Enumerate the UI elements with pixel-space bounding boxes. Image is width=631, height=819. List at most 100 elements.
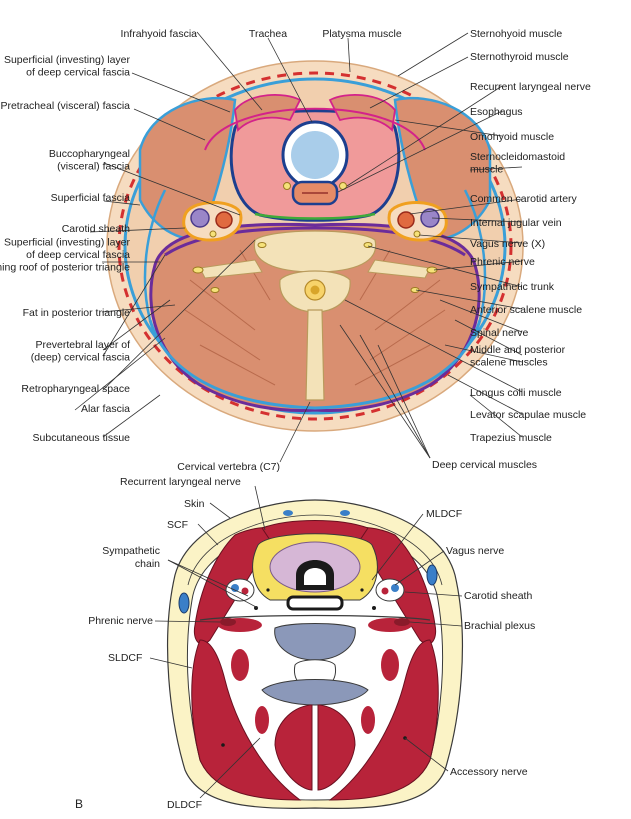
b-ajv-left [283,510,293,516]
a-leaders-bottom [279,324,431,463]
b-trapezius-left [191,639,302,801]
a-label-prevertebral-line-1: Prevertebral layer of [35,339,130,351]
a-leaders-top [196,31,351,123]
diagram-a: Infrahyoid fascia Trachea Platysma muscl… [0,28,591,473]
a-label-trapezius-line-1: Trapezius muscle [470,432,552,444]
a-label-scalene-mp-line-1: Middle and posterior [470,344,566,356]
b-label-dldcf: DLDCF [167,799,202,811]
b-label-skin: Skin [184,498,205,510]
a-cca-right [397,211,415,229]
a-label-omohyoid-line-1: Omohyoid muscle [470,131,554,143]
b-levator-right [381,649,399,681]
a-vagus-right [413,230,421,238]
a-label-levator-scapulae-line-1: Levator scapulae muscle [470,409,586,421]
a-transverse-right [367,259,431,279]
a-vagus-left [209,230,217,238]
a-label-vagus-line-1: Vagus nerve (X) [470,238,545,250]
b-carotid-left [225,578,255,602]
b-spinous [261,679,369,706]
b-label-vagus: Vagus nerve [446,545,504,557]
a-trapezius [148,319,482,410]
diagram-b: Recurrent laryngeal nerve Skin SCF Sympa… [75,476,535,811]
a-label-carotid-sheath-line-1: Carotid sheath [62,223,130,235]
a-label-superficial-investing-2-line-2: of deep cervical fascia [26,249,130,261]
a-label-infrahyoid: Infrahyoid fascia [121,28,198,40]
a-rln-left [283,182,291,190]
b-ejv-left [178,592,190,614]
b-splenius-right [361,706,375,734]
a-transverse-left [199,259,263,279]
a-label-superficial-fascia-line-1: Superficial fascia [51,192,131,204]
a-label-sternothyroid-line-1: Sternothyroid muscle [470,51,569,63]
a-label-prevertebral-line-2: (deep) cervical fascia [31,351,130,363]
b-label-rln: Recurrent laryngeal nerve [120,476,241,488]
a-label-subcutaneous-line-1: Subcutaneous tissue [33,432,131,444]
b-brachial-right [394,618,410,626]
b-vertebral-body [274,623,356,661]
a-label-platysma: Platysma muscle [322,28,402,40]
a-cca-left [215,211,233,229]
a-nerve-dots [192,242,438,293]
b-label-scf: SCF [167,519,188,531]
b-ejv-right [426,564,438,586]
a-label-phrenic-line-1: Phrenic nerve [470,256,535,268]
a-label-alar-line-1: Alar fascia [81,403,130,415]
a-leaders-left [74,72,256,438]
b-deep-muscle-right [317,704,356,791]
a-label-fat-posterior-line-1: Fat in posterior triangle [23,307,131,319]
a-label-buccopharyngeal-line-1: Buccopharyngeal [49,148,130,160]
b-panel-letter: B [75,797,83,811]
b-carotid-right [375,578,405,602]
b-label-mldcf: MLDCF [426,508,462,520]
a-label-sternohyoid-line-1: Sternohyoid muscle [470,28,562,40]
b-esophagus [286,595,344,611]
b-label-sympathetic-2: chain [135,558,160,570]
a-label-internal-jugular-line-1: Internal jugular vein [470,217,562,229]
b-trapezius-right [328,639,439,801]
a-buccopharyngeal-line [254,212,376,220]
a-ijv-left [190,208,210,228]
a-label-superficial-investing-2-line-3: forming roof of posterior triangle [0,262,130,274]
a-label-recurrent-laryngeal-line-1: Recurrent laryngeal nerve [470,81,591,93]
a-label-retropharyngeal-line-1: Retropharyngeal space [21,383,130,395]
b-levator-left [231,649,249,681]
b-label-carotid: Carotid sheath [464,590,532,602]
b-brachial-left [220,618,236,626]
b-label-sldcf: SLDCF [108,652,142,664]
a-label-scm-line-1: Sternocleidomastoid [470,151,565,163]
a-leaders-right [337,32,523,438]
a-label-scalene-mp-line-2: scalene muscles [470,356,548,368]
a-investing-line-r [463,189,487,321]
b-deep-muscle-left [274,704,313,791]
a-spinous-process [305,309,325,401]
b-prevertebral [199,614,431,621]
a-label-scm-line-2: muscle [470,163,503,175]
b-scf-line [187,514,443,586]
b-ajv-right [340,510,350,516]
b-splenius-left [255,706,269,734]
a-label-deep-cervical: Deep cervical muscles [432,459,537,471]
a-label-superficial-investing-1-line-1: Superficial (investing) layer [4,54,131,66]
b-label-accessory: Accessory nerve [450,766,528,778]
a-infrahyoid-arc [204,107,426,151]
a-label-longus-colli-line-1: Longus colli muscle [470,387,562,399]
a-platysma [117,71,513,421]
b-leaders [149,485,463,799]
a-label-anterior-scalene-line-1: Anterior scalene muscle [470,304,582,316]
a-label-buccopharyngeal-line-2: (visceral) fascia [57,160,130,172]
a-label-pretracheal-line-1: Pretracheal (visceral) fascia [0,100,130,112]
b-label-sympathetic-1: Sympathetic [102,545,160,557]
a-label-esophagus-line-1: Esophagus [470,106,523,118]
a-trachea-lumen [291,131,339,179]
a-label-vertebra: Cervical vertebra (C7) [177,461,280,473]
b-label-phrenic: Phrenic nerve [88,615,153,627]
a-label-superficial-investing-2-line-1: Superficial (investing) layer [4,237,131,249]
a-label-spinal-nerve-line-1: Spinal nerve [470,327,529,339]
b-label-brachial: Brachial plexus [464,620,535,632]
a-label-trachea: Trachea [249,28,287,40]
a-label-common-carotid-line-1: Common carotid artery [470,193,578,205]
a-investing-line [143,189,167,321]
a-vertebra-body [253,230,377,273]
